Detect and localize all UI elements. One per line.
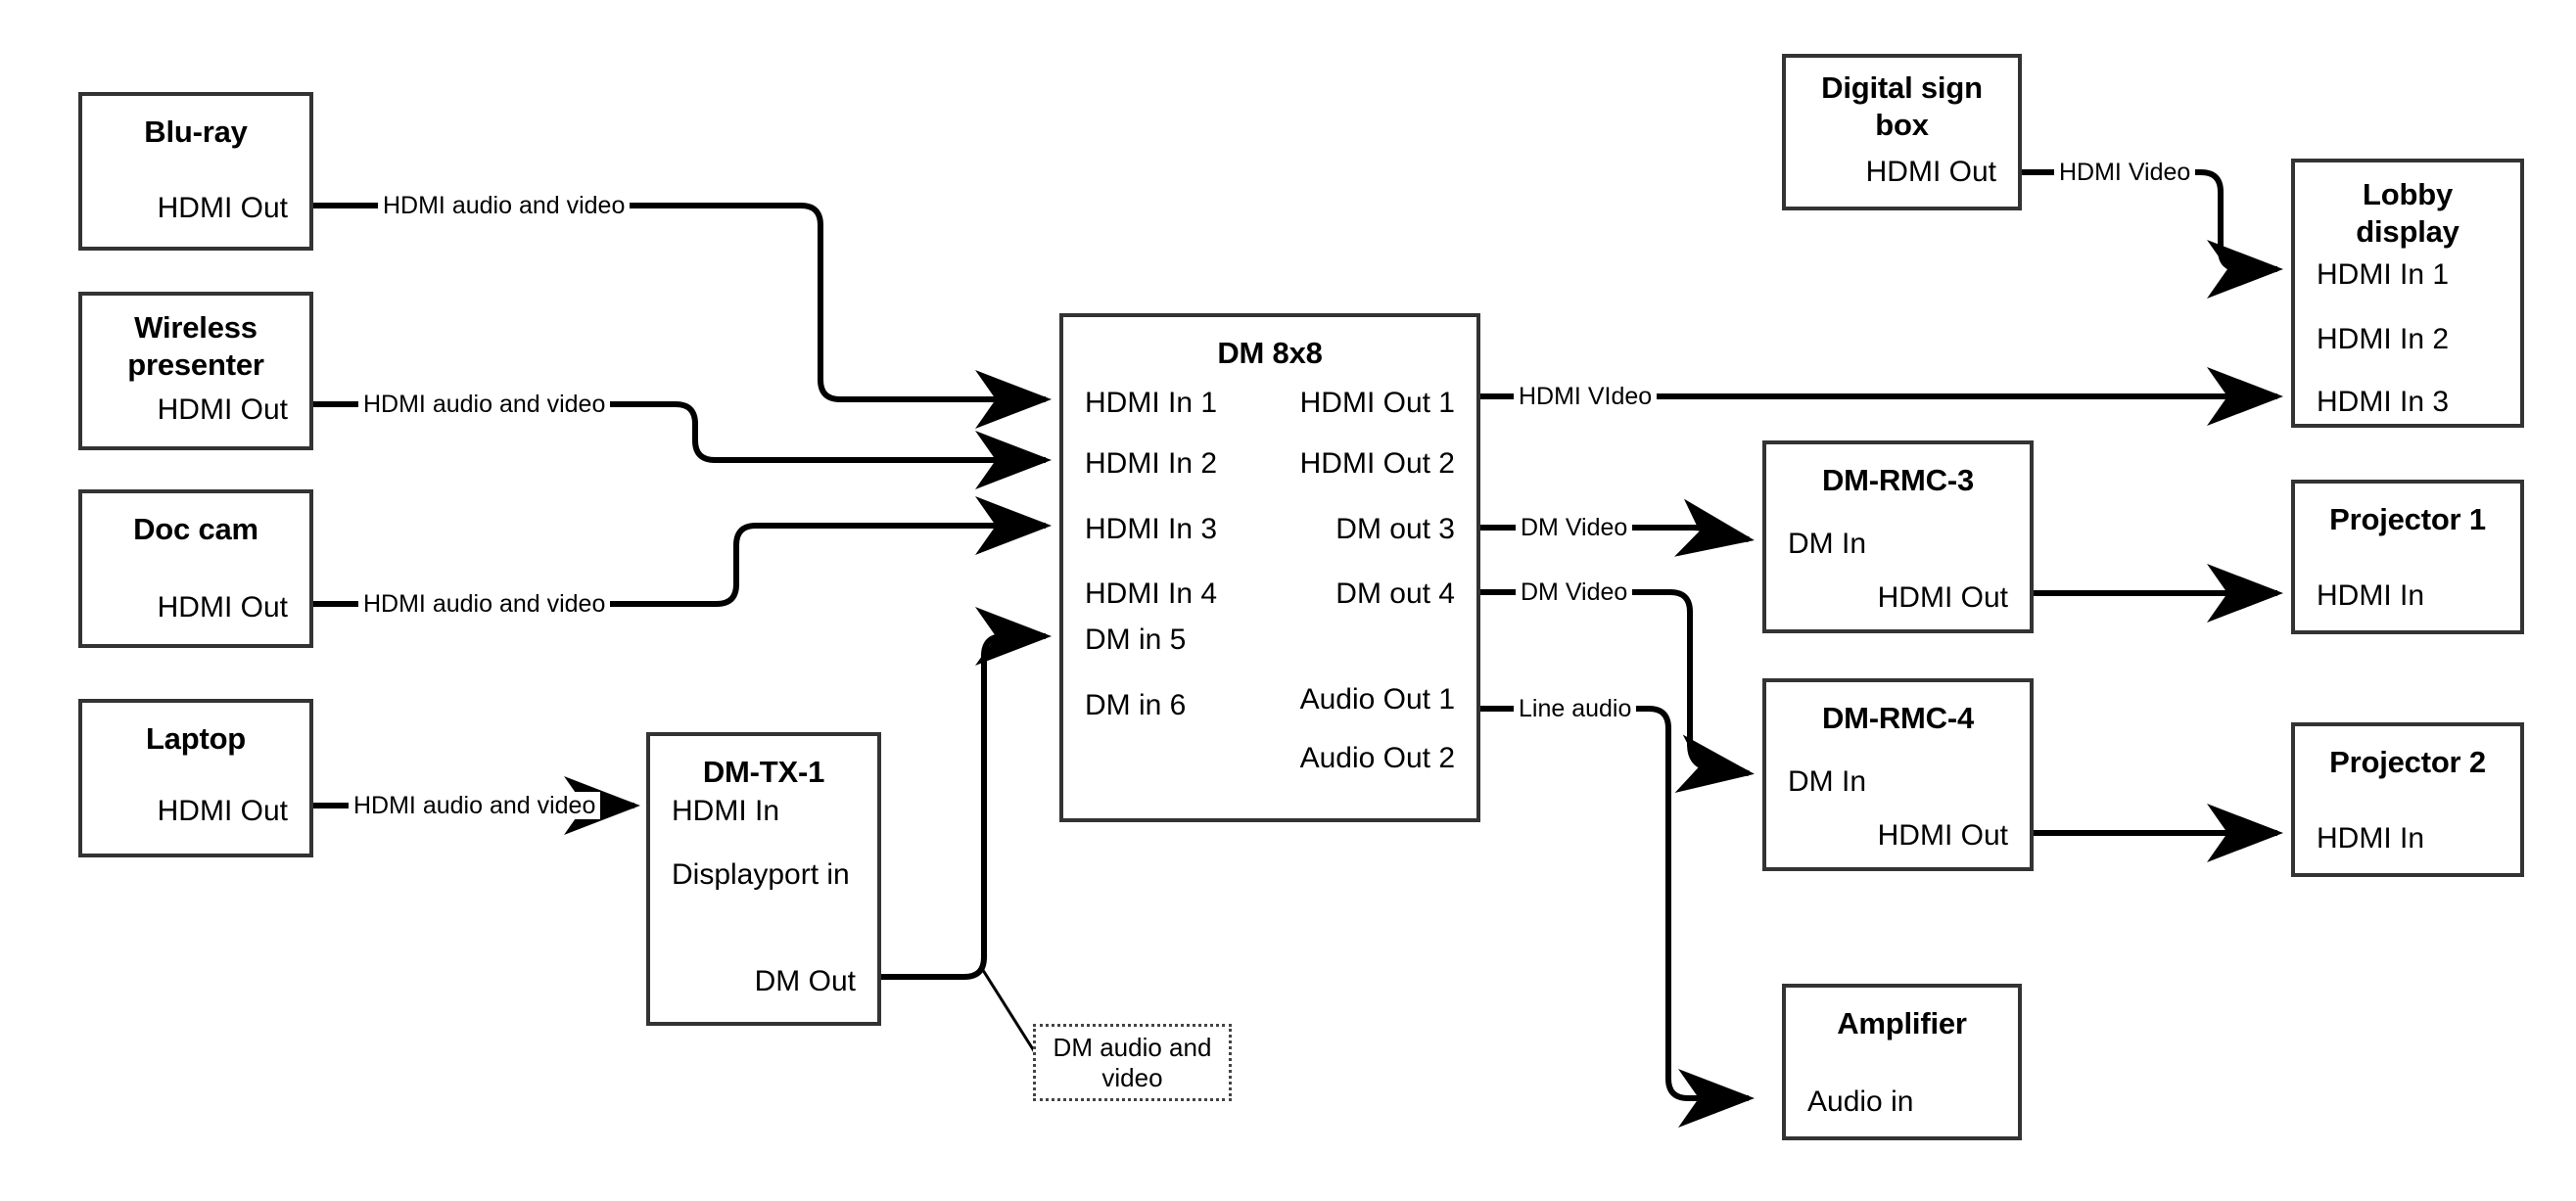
- node-bluray[interactable]: Blu-ray HDMI Out: [78, 92, 313, 251]
- annotation-line1: DM audio and: [1053, 1032, 1212, 1062]
- wire-dm8x8-audio1-to-amplifier: [1480, 706, 1749, 1098]
- node-dm-8x8[interactable]: DM 8x8 HDMI In 1 HDMI In 2 HDMI In 3 HDM…: [1059, 313, 1480, 822]
- port-rmc3-hdmi-out[interactable]: HDMI Out: [1877, 581, 2008, 614]
- node-dm-rmc-4[interactable]: DM-RMC-4 DM In HDMI Out: [1762, 678, 2034, 871]
- node-title-wireless-presenter-line2: presenter: [127, 347, 264, 382]
- port-dm8x8-hdmi-in-4[interactable]: HDMI In 4: [1085, 577, 1218, 610]
- wire-label-dm8x8-audio1-to-amplifier: Line audio: [1514, 695, 1637, 722]
- port-amplifier-audio-in[interactable]: Audio in: [1807, 1086, 1914, 1118]
- port-signbox-hdmi-out[interactable]: HDMI Out: [1865, 156, 1996, 188]
- port-proj2-hdmi-in[interactable]: HDMI In: [2317, 822, 2425, 855]
- port-bluray-hdmi-out[interactable]: HDMI Out: [157, 192, 288, 224]
- port-dmtx1-dm-out[interactable]: DM Out: [754, 965, 856, 997]
- node-title-lobby-display-line2: display: [2356, 214, 2459, 249]
- port-rmc3-dm-in[interactable]: DM In: [1788, 528, 1867, 560]
- wire-dmtx1-to-dm8x8: [881, 607, 1052, 980]
- node-projector-2[interactable]: Projector 2 HDMI In: [2291, 722, 2524, 877]
- port-dm8x8-dm-in-6[interactable]: DM in 6: [1085, 689, 1187, 721]
- port-proj1-hdmi-in[interactable]: HDMI In: [2317, 579, 2425, 612]
- port-laptop-hdmi-out[interactable]: HDMI Out: [157, 795, 288, 827]
- node-laptop[interactable]: Laptop HDMI Out: [78, 699, 313, 857]
- wire-label-laptop-to-dmtx1: HDMI audio and video: [349, 792, 601, 819]
- port-dm8x8-dm-out-3[interactable]: DM out 3: [1335, 513, 1455, 545]
- node-title-digital-sign-box-line1: Digital sign: [1821, 70, 1983, 105]
- port-doccam-hdmi-out[interactable]: HDMI Out: [157, 591, 288, 624]
- wire-label-dm8x8-out3-to-rmc3: DM Video: [1516, 514, 1633, 541]
- node-dm-rmc-3[interactable]: DM-RMC-3 DM In HDMI Out: [1762, 440, 2034, 633]
- node-wireless-presenter[interactable]: Wireless presenter HDMI Out: [78, 292, 313, 450]
- node-title-amplifier: Amplifier: [1837, 1006, 1967, 1040]
- node-title-bluray: Blu-ray: [144, 115, 248, 149]
- port-dm8x8-audio-out-2[interactable]: Audio Out 2: [1299, 742, 1455, 774]
- node-projector-1[interactable]: Projector 1 HDMI In: [2291, 480, 2524, 634]
- wire-label-wireless-to-dm8x8: HDMI audio and video: [358, 391, 611, 418]
- port-dm8x8-hdmi-in-1[interactable]: HDMI In 1: [1085, 387, 1218, 419]
- port-dmtx1-displayport-in[interactable]: Displayport in: [672, 858, 850, 891]
- node-amplifier[interactable]: Amplifier Audio in: [1782, 984, 2022, 1140]
- node-dm-tx-1[interactable]: DM-TX-1 HDMI In Displayport in DM Out: [646, 732, 881, 1026]
- node-digital-sign-box[interactable]: Digital sign box HDMI Out: [1782, 54, 2022, 210]
- port-rmc4-dm-in[interactable]: DM In: [1788, 765, 1867, 798]
- port-lobby-hdmi-in-1[interactable]: HDMI In 1: [2317, 258, 2450, 291]
- node-title-dm-8x8: DM 8x8: [1217, 336, 1323, 370]
- wire-bluray-to-dm8x8: [313, 203, 1046, 399]
- annotation-line2: video: [1101, 1062, 1163, 1092]
- port-dm8x8-hdmi-in-3[interactable]: HDMI In 3: [1085, 513, 1218, 545]
- annotation-dm-audio-and-video: DM audio and video: [1033, 1024, 1232, 1101]
- port-dm8x8-hdmi-out-1[interactable]: HDMI Out 1: [1299, 387, 1455, 419]
- port-lobby-hdmi-in-3[interactable]: HDMI In 3: [2317, 386, 2450, 418]
- node-title-dm-tx-1: DM-TX-1: [702, 755, 825, 789]
- wire-signbox-to-lobby: [2022, 169, 2277, 269]
- node-title-projector-2: Projector 2: [2329, 745, 2486, 779]
- wire-label-dm8x8-out1-to-lobby: HDMI VIdeo: [1514, 383, 1658, 410]
- port-wireless-hdmi-out[interactable]: HDMI Out: [157, 393, 288, 426]
- wire-label-doccam-to-dm8x8: HDMI audio and video: [358, 590, 611, 618]
- wire-label-dm8x8-out4-to-rmc4: DM Video: [1516, 578, 1633, 606]
- port-dm8x8-hdmi-in-2[interactable]: HDMI In 2: [1085, 447, 1218, 480]
- node-title-dm-rmc-3: DM-RMC-3: [1821, 463, 1975, 497]
- node-lobby-display[interactable]: Lobby display HDMI In 1 HDMI In 2 HDMI I…: [2291, 159, 2524, 428]
- port-dm8x8-dm-out-4[interactable]: DM out 4: [1335, 577, 1455, 610]
- leader-line-dm-audio-video-note: [979, 966, 1040, 1058]
- annotation-dm-audio-and-video-text: DM audio and video: [1054, 1033, 1212, 1093]
- node-title-digital-sign-box-line2: box: [1875, 108, 1929, 142]
- port-dm8x8-audio-out-1[interactable]: Audio Out 1: [1299, 683, 1455, 716]
- port-dmtx1-hdmi-in[interactable]: HDMI In: [672, 795, 780, 827]
- node-doc-cam[interactable]: Doc cam HDMI Out: [78, 489, 313, 648]
- node-title-laptop: Laptop: [145, 721, 247, 756]
- port-dm8x8-hdmi-out-2[interactable]: HDMI Out 2: [1299, 447, 1455, 480]
- node-title-projector-1: Projector 1: [2329, 502, 2486, 536]
- node-title-wireless-presenter-line1: Wireless: [134, 310, 258, 345]
- port-dm8x8-dm-in-5[interactable]: DM in 5: [1085, 624, 1187, 656]
- node-title-dm-rmc-4: DM-RMC-4: [1821, 701, 1975, 735]
- node-title-doc-cam: Doc cam: [133, 512, 258, 546]
- port-rmc4-hdmi-out[interactable]: HDMI Out: [1877, 819, 2008, 852]
- wire-label-signbox-to-lobby: HDMI Video: [2054, 159, 2196, 186]
- port-lobby-hdmi-in-2[interactable]: HDMI In 2: [2317, 323, 2450, 355]
- wire-dm8x8-out4-to-rmc4: [1480, 589, 1749, 773]
- node-title-lobby-display-line1: Lobby: [2363, 177, 2453, 211]
- wire-label-bluray-to-dm8x8: HDMI audio and video: [378, 192, 631, 219]
